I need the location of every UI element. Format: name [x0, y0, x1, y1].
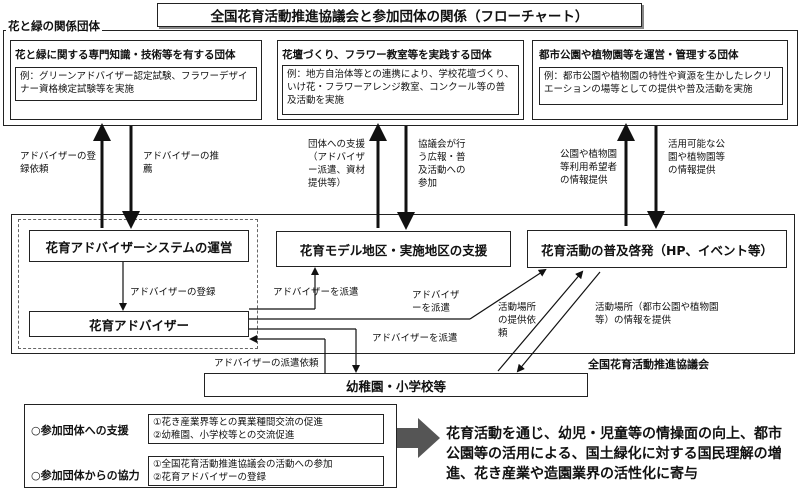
council-label: 全国花育活動推進協議会	[588, 358, 709, 371]
label-park-use-info: 公園や植物園等利用希望者の情報提供	[560, 149, 618, 186]
label-register-request: アドバイザーの登録依頼	[20, 151, 97, 175]
cooperation-list: ①全国花育活動推進協議会の活動への参加 ②花育アドバイザーの登録	[148, 456, 384, 486]
support-to-item: ①花き産業界等との異業種間交流の促進	[153, 417, 323, 428]
support-to-item: ②幼稚園、小学校等との交流促進	[153, 430, 295, 441]
org-expert-example: 例：グリーンアドバイザー認定試験、フラワーデザイナー資格検定試験等を実施	[15, 67, 257, 101]
label-recommend: アドバイザーの推薦	[143, 151, 220, 175]
org-park-heading: 都市公園や植物園等を運営・管理する団体	[539, 49, 739, 61]
org-expert-heading: 花と緑に関する専門知識・技術等を有する団体	[15, 49, 236, 61]
label-dispatch-school: アドバイザーを派遣	[372, 333, 458, 344]
org-expert-box: 花と緑に関する専門知識・技術等を有する団体 例：グリーンアドバイザー認定試験、フ…	[10, 40, 262, 120]
advisor-box: 花育アドバイザー	[29, 311, 249, 337]
org-practice-heading: 花壇づくり、フラワー教室等を実践する団体	[282, 49, 492, 61]
label-council-pr: 協議会が行う広報・普及活動への参加	[418, 139, 466, 189]
arrow-place-request	[497, 270, 584, 372]
label-park-available: 活用可能な公園や植物園等の情報提供	[668, 139, 726, 176]
model-district-box: 花育モデル地区・実施地区の支援	[276, 231, 511, 267]
support-to-label: ○参加団体への支援	[31, 424, 129, 437]
label-dispatch-request: アドバイザーの派遣依頼	[214, 358, 319, 369]
cooperation-item: ②花育アドバイザーの登録	[153, 472, 267, 483]
page-title: 全国花育活動推進協議会と参加団体の関係（フローチャート）	[157, 3, 642, 27]
label-dispatch-model: アドバイザーを派遣	[273, 287, 359, 298]
support-to-list: ①花き産業界等との異業種間交流の促進 ②幼稚園、小学校等との交流促進	[148, 414, 384, 444]
org-park-example: 例：都市公園や植物園の特性や資源を生かしたレクリエーションの場等としての提供や普…	[539, 67, 783, 105]
outcome-text: 花育活動を通じ、幼児・児童等の情操面の向上、都市公園等の活用による、国土緑化に対…	[446, 426, 782, 482]
advisor-system-box: 花育アドバイザーシステムの運営	[29, 230, 249, 262]
label-place-request: 活動場所の提供依頼	[498, 302, 537, 339]
school-box: 幼稚園・小学校等	[204, 373, 588, 397]
label-advisor-register: アドバイザーの登録	[130, 287, 216, 298]
arrow-place-info	[516, 271, 601, 373]
promotion-box: 花育活動の普及啓発（HP、イベント等）	[527, 230, 787, 268]
cooperation-item: ①全国花育活動推進協議会の活動への参加	[153, 459, 333, 470]
label-place-info: 活動場所（都市公園や植物園等）の情報を提供	[595, 302, 719, 326]
org-practice-example: 例：地方自治体等との連携により、学校花壇づくり、いけ花・フラワーアレンジ教室、コ…	[282, 65, 519, 115]
org-park-box: 都市公園や植物園等を運営・管理する団体 例：都市公園や植物園の特性や資源を生かし…	[532, 40, 788, 120]
cooperation-label: ○参加団体からの協力	[31, 469, 140, 482]
label-dispatch-promotion: アドバイザーを派遣	[412, 290, 460, 314]
related-groups-label: 花と緑の関係団体	[6, 18, 102, 34]
label-group-support: 団体への支援（アドバイザー派遣、資材提供等）	[308, 139, 366, 189]
arrow-dispatch-promotion	[469, 268, 547, 320]
outcome-arrow	[395, 418, 440, 458]
org-practice-box: 花壇づくり、フラワー教室等を実践する団体 例：地方自治体等との連携により、学校花…	[277, 40, 524, 120]
